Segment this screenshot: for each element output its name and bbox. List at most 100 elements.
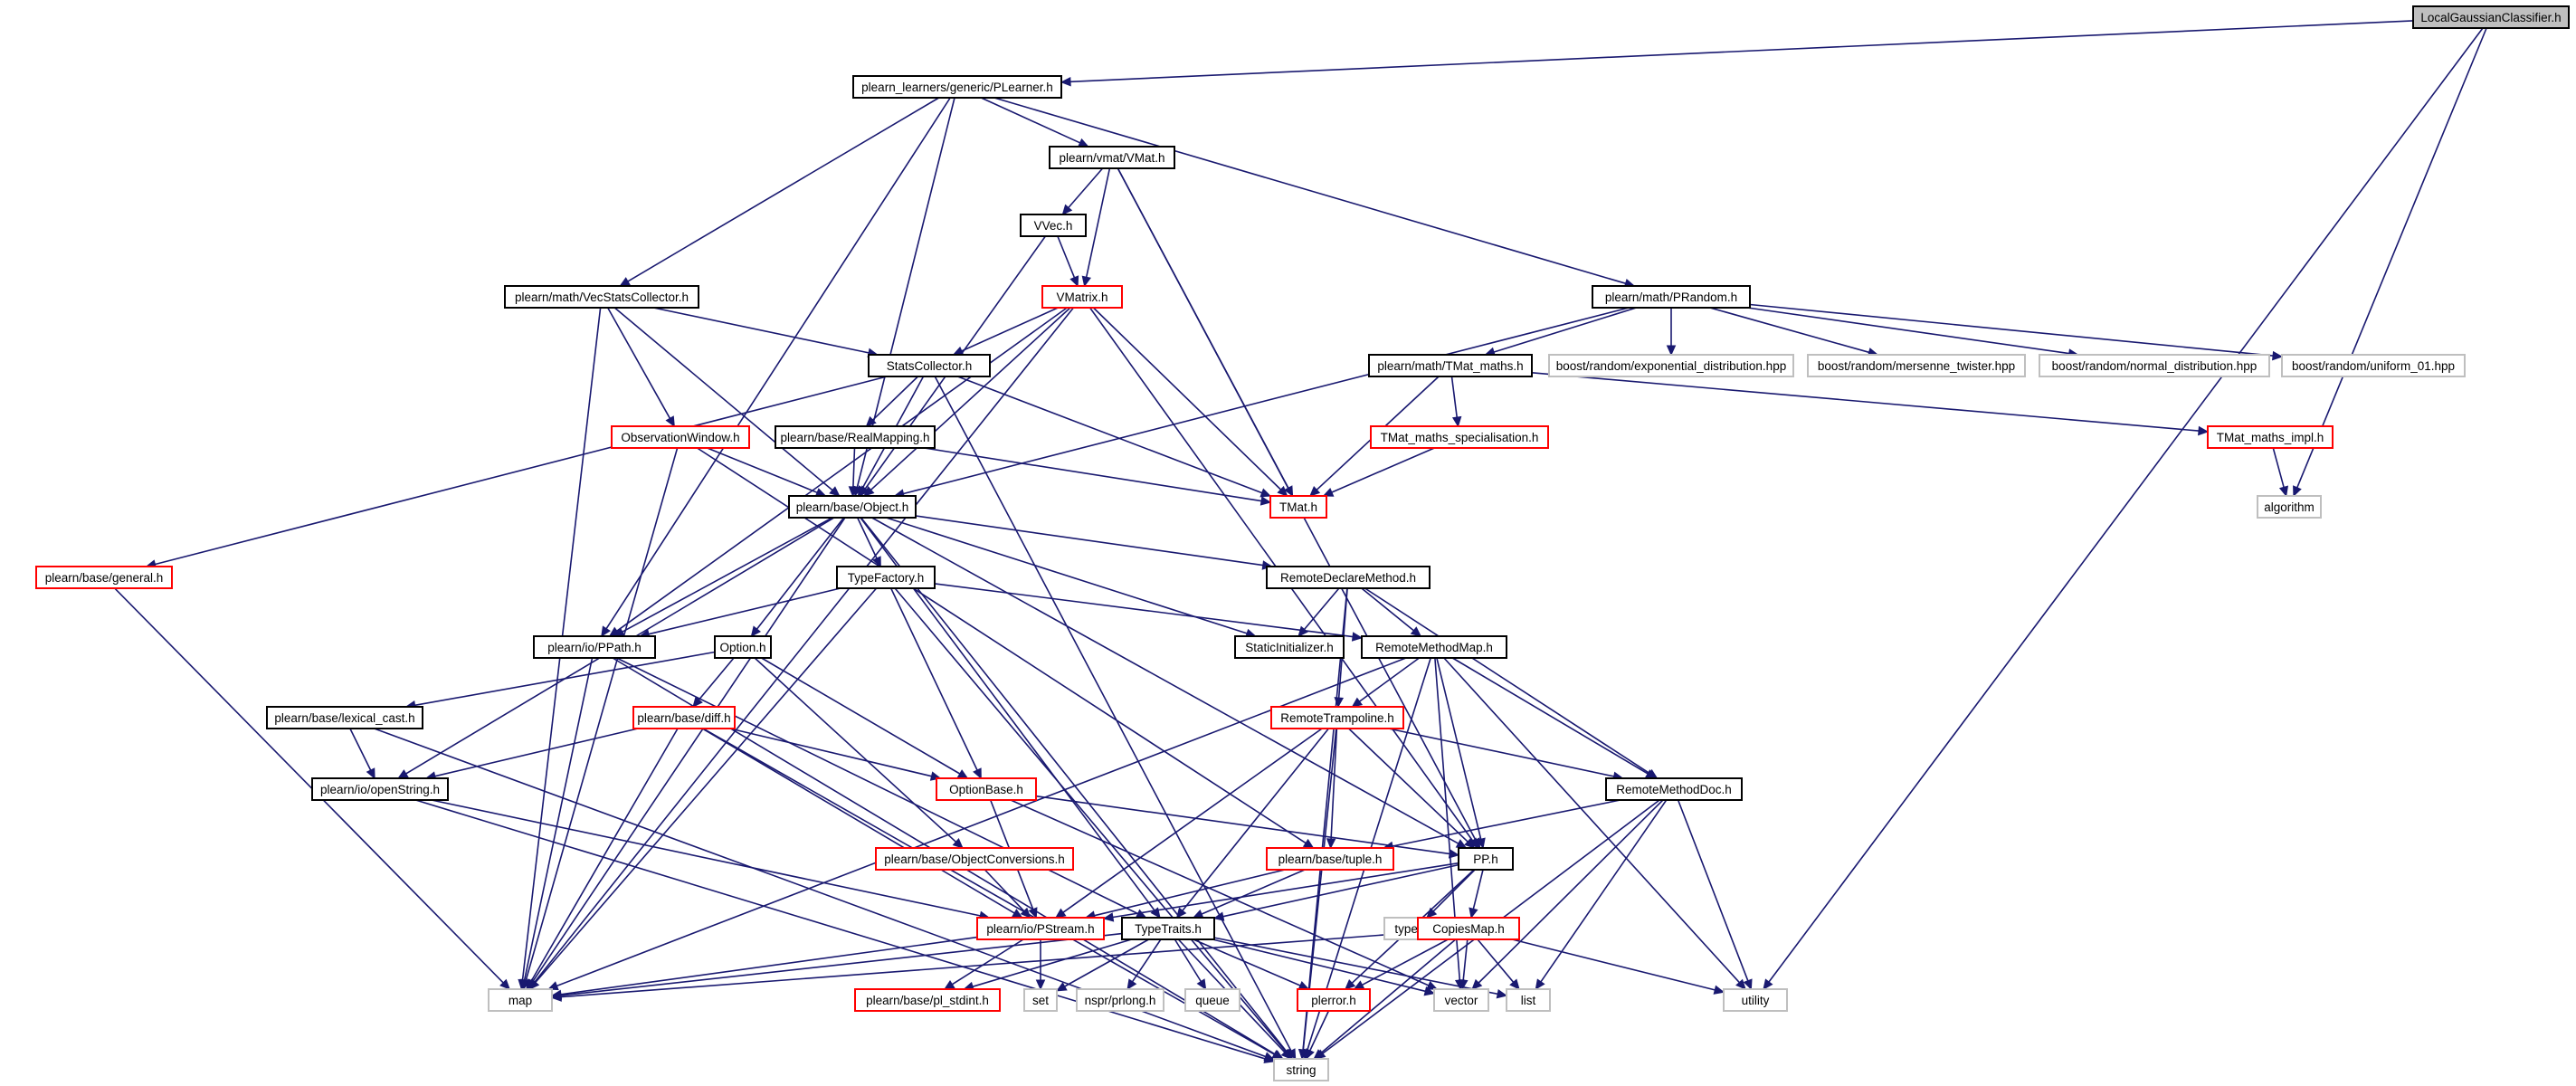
node-utility: utility xyxy=(1723,988,1788,1012)
node-label: boost/random/normal_distribution.hpp xyxy=(2052,359,2258,373)
node-object[interactable]: plearn/base/Object.h xyxy=(788,495,917,519)
node-prandom[interactable]: plearn/math/PRandom.h xyxy=(1592,285,1751,309)
node-obswin[interactable]: ObservationWindow.h xyxy=(611,425,750,449)
edge-tmimpl-to-algorithm xyxy=(2272,447,2289,498)
node-box xyxy=(1041,285,1123,309)
edge-object-to-typefactory xyxy=(856,517,881,568)
edge-vmat-to-vvec xyxy=(1061,167,1104,215)
edge-object-to-string xyxy=(860,517,1294,1060)
edge-option-to-objconv xyxy=(754,657,964,849)
edge-statscol-to-string xyxy=(934,376,1297,1061)
node-root[interactable]: LocalGaussianClassifier.h xyxy=(2412,5,2570,29)
node-optionbase[interactable]: OptionBase.h xyxy=(936,777,1037,801)
node-realmap[interactable]: plearn/base/RealMapping.h xyxy=(775,425,936,449)
node-box xyxy=(854,988,1001,1012)
edge-option-to-diff xyxy=(692,657,735,708)
node-general[interactable]: plearn/base/general.h xyxy=(35,566,173,589)
edge-rmdoc-to-utility xyxy=(1677,799,1753,991)
node-rmdoc[interactable]: RemoteMethodDoc.h xyxy=(1605,777,1743,801)
node-label: plearn/math/PRandom.h xyxy=(1605,291,1737,304)
node-lexcast[interactable]: plearn/base/lexical_cast.h xyxy=(266,706,423,729)
node-rtramp[interactable]: RemoteTrampoline.h xyxy=(1270,706,1404,729)
node-box xyxy=(1417,917,1520,940)
node-plerror[interactable]: plerror.h xyxy=(1297,988,1371,1012)
node-box xyxy=(1266,566,1431,589)
edge-typetraits-to-list xyxy=(1213,937,1508,999)
node-label: string xyxy=(1286,1063,1316,1077)
node-box xyxy=(266,706,423,729)
node-vmat[interactable]: plearn/vmat/VMat.h xyxy=(1049,146,1175,169)
edge-rmdoc-to-tuple xyxy=(1383,799,1621,852)
node-label: RemoteMethodDoc.h xyxy=(1616,783,1732,796)
edge-statscol-to-tmat xyxy=(957,376,1272,498)
node-tmimpl[interactable]: TMat_maths_impl.h xyxy=(2207,425,2334,449)
node-objconv[interactable]: plearn/base/ObjectConversions.h xyxy=(875,847,1074,871)
node-box xyxy=(1184,988,1240,1012)
node-vmatrix[interactable]: VMatrix.h xyxy=(1041,285,1123,309)
edge-copiesmap-to-list xyxy=(1477,938,1520,990)
node-typetraits[interactable]: TypeTraits.h xyxy=(1121,917,1215,940)
node-label: plearn/io/PPath.h xyxy=(547,641,642,654)
node-vvec[interactable]: VVec.h xyxy=(1020,214,1087,237)
node-box xyxy=(1605,777,1743,801)
node-label: plearn/base/Object.h xyxy=(796,500,909,514)
node-copiesmap[interactable]: CopiesMap.h xyxy=(1417,917,1520,940)
node-box xyxy=(1458,847,1514,871)
node-box xyxy=(1370,425,1549,449)
edge-rtramp-to-pp xyxy=(1348,728,1476,849)
node-label: StaticInitializer.h xyxy=(1245,641,1334,654)
node-option[interactable]: Option.h xyxy=(714,635,772,659)
node-prlong: nspr/prlong.h xyxy=(1076,988,1164,1012)
node-box xyxy=(2257,495,2322,519)
edge-rmm-to-rtramp xyxy=(1351,657,1420,708)
node-box xyxy=(1297,988,1371,1012)
node-box xyxy=(611,425,750,449)
node-plstdint[interactable]: plearn/base/pl_stdint.h xyxy=(854,988,1001,1012)
edge-obswin-to-object xyxy=(707,447,827,497)
edge-rmm-to-pp xyxy=(1436,657,1486,850)
node-pstream[interactable]: plearn/io/PStream.h xyxy=(976,917,1105,940)
node-box xyxy=(1020,214,1087,237)
node-diff[interactable]: plearn/base/diff.h xyxy=(632,706,736,729)
node-box xyxy=(1368,354,1533,377)
node-statscol[interactable]: StatsCollector.h xyxy=(868,354,991,377)
nodes-layer: LocalGaussianClassifier.h plearn_learners… xyxy=(35,5,2570,1081)
edge-vmat-to-vmatrix xyxy=(1081,167,1111,288)
node-ppath[interactable]: plearn/io/PPath.h xyxy=(533,635,656,659)
node-boost_exp: boost/random/exponential_distribution.hp… xyxy=(1548,354,1794,377)
node-label: RemoteDeclareMethod.h xyxy=(1280,571,1416,585)
node-box xyxy=(632,706,736,729)
edge-ppath-to-map xyxy=(519,657,594,991)
node-list: list xyxy=(1506,988,1551,1012)
node-box xyxy=(1592,285,1751,309)
node-rmm[interactable]: RemoteMethodMap.h xyxy=(1361,635,1507,659)
node-tmat[interactable]: TMat.h xyxy=(1269,495,1327,519)
node-tuple[interactable]: plearn/base/tuple.h xyxy=(1266,847,1394,871)
node-pp[interactable]: PP.h xyxy=(1458,847,1514,871)
node-staticinit[interactable]: StaticInitializer.h xyxy=(1234,635,1345,659)
node-label: plearn/math/TMat_maths.h xyxy=(1377,359,1523,373)
node-label: Option.h xyxy=(719,641,765,654)
node-rdm[interactable]: RemoteDeclareMethod.h xyxy=(1266,566,1431,589)
node-box xyxy=(1273,1058,1329,1081)
node-label: RemoteTrampoline.h xyxy=(1280,711,1394,725)
node-box xyxy=(1234,635,1345,659)
node-vector: vector xyxy=(1433,988,1489,1012)
node-label: set xyxy=(1032,994,1049,1007)
node-tmspec[interactable]: TMat_maths_specialisation.h xyxy=(1370,425,1549,449)
node-label: ObservationWindow.h xyxy=(621,431,739,444)
node-label: plearn/base/RealMapping.h xyxy=(780,431,929,444)
edge-realmap-to-object xyxy=(848,447,859,498)
edge-object-to-option xyxy=(750,517,845,637)
edge-general-to-map xyxy=(114,587,511,990)
node-label: plearn/base/tuple.h xyxy=(1278,853,1383,866)
node-plearner[interactable]: plearn_learners/generic/PLearner.h xyxy=(852,75,1062,99)
node-label: plearn/base/ObjectConversions.h xyxy=(884,853,1065,866)
node-openstring[interactable]: plearn/io/openString.h xyxy=(311,777,449,801)
node-tmatmaths[interactable]: plearn/math/TMat_maths.h xyxy=(1368,354,1533,377)
edge-root-to-utility xyxy=(1763,27,2484,990)
node-typefactory[interactable]: TypeFactory.h xyxy=(836,566,936,589)
node-vecstats[interactable]: plearn/math/VecStatsCollector.h xyxy=(504,285,699,309)
node-box xyxy=(488,988,553,1012)
